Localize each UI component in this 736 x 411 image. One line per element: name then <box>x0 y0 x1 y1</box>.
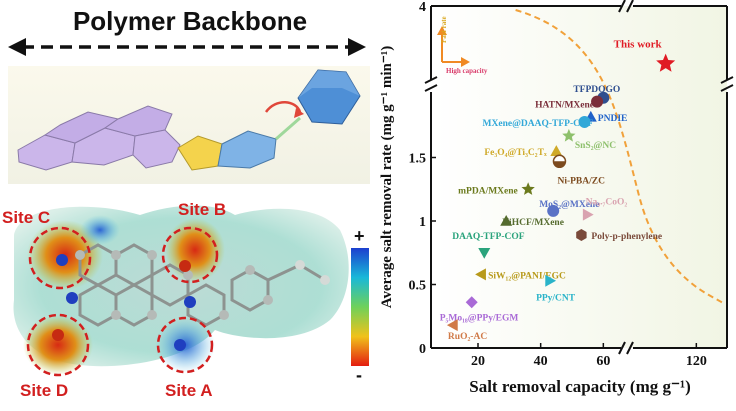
y-tick-label: 1.5 <box>409 152 427 167</box>
y-tick-label: 1 <box>419 215 426 230</box>
data-point-label: TFPDQGO <box>573 85 620 95</box>
data-point-label: Fe₃O₄@Ti₃C₂Tₓ <box>484 148 547 158</box>
data-point: RuO₂-AC <box>446 319 487 342</box>
data-point-label: MXene@DAAQ-TFP-COF <box>483 119 594 129</box>
x-axis-label: Salt removal capacity (mg g⁻¹) <box>469 377 691 396</box>
data-point-label: SiW₁₂@PANI/EGC <box>488 271 566 281</box>
y-tick-label: 0 <box>419 342 426 357</box>
data-point-label: mPDA/MXene <box>458 186 518 196</box>
data-point: Fe₃O₄@Ti₃C₂Tₓ <box>484 145 563 158</box>
site-b-label: Site B <box>178 200 227 219</box>
schematic-graphics <box>8 38 370 377</box>
schematic-panel: Polymer Backbone <box>2 6 370 400</box>
site-c-label: Site C <box>2 208 51 227</box>
y-tick-label: 4 <box>419 0 426 15</box>
data-point-label: PNDIE <box>598 114 628 124</box>
data-point: Na₀.₇CoO₂ <box>582 198 628 221</box>
data-point: mPDA/MXene <box>458 182 535 196</box>
data-point: HATN/MXene <box>535 95 604 111</box>
x-axis-break-mark <box>618 341 626 355</box>
data-point-marker <box>547 204 560 217</box>
hexagon-sheets <box>17 69 361 171</box>
trend-curve <box>515 9 724 305</box>
data-point-label: HATN/MXene <box>535 101 594 111</box>
data-point-marker <box>553 161 566 168</box>
molecule-atoms <box>52 250 330 351</box>
data-point-label: NiHCF/MXene <box>502 218 564 228</box>
x-axis-break-mark <box>626 341 634 355</box>
site-a-label: Site A <box>165 381 213 400</box>
data-point-label: SnS₂@NC <box>575 141 616 151</box>
data-point-label: Na₀.₇CoO₂ <box>586 198 628 208</box>
data-point: Ni-PBA/ZC <box>552 154 605 186</box>
data-point: MoS₂@MXene <box>539 200 599 217</box>
data-point: SnS₂@NC <box>562 128 616 151</box>
data-point: NiHCF/MXene <box>500 215 564 228</box>
y-axis-break-mark <box>720 76 734 84</box>
data-point: P₅Mo₁₈@PPy/EGM <box>440 296 519 323</box>
x-tick-label: 120 <box>686 354 707 369</box>
data-point: This work <box>614 39 676 72</box>
data-point-label: MoS₂@MXene <box>539 200 599 210</box>
data-point-marker <box>656 53 676 72</box>
data-point-marker <box>475 268 486 281</box>
data-point-label: RuO₂-AC <box>448 332 487 342</box>
y-axis-break-mark <box>720 84 734 92</box>
backbone-arrow <box>8 38 366 56</box>
high-capacity-label: High capacity <box>446 67 488 75</box>
backbone-title: Polymer Backbone <box>72 6 308 36</box>
y-tick-label: 0.5 <box>409 279 427 294</box>
data-point-label: PPy/CNT <box>536 294 576 304</box>
colorbar-minus-label: - <box>356 365 362 385</box>
data-point: SiW₁₂@PANI/EGC <box>475 268 566 281</box>
x-tick-label: 20 <box>471 354 485 369</box>
data-point: Poly-p-phenylene <box>576 228 662 242</box>
data-point-marker <box>465 296 478 309</box>
data-point-label: Poly-p-phenylene <box>591 232 662 242</box>
data-point-marker <box>478 247 491 259</box>
site-d-label: Site D <box>20 381 69 400</box>
data-point-label: P₅Mo₁₈@PPy/EGM <box>440 313 519 323</box>
data-point-label: This work <box>614 39 663 51</box>
data-point-marker <box>562 128 576 142</box>
data-point: MXene@DAAQ-TFP-COF <box>483 115 594 129</box>
data-point-marker <box>591 95 604 108</box>
data-point-marker <box>582 208 594 221</box>
y-axis-break-mark <box>424 84 438 92</box>
y-axis-break-mark <box>424 76 438 84</box>
data-point-marker <box>500 215 513 226</box>
site-circles <box>26 226 219 377</box>
x-tick-label: 60 <box>596 354 610 369</box>
fast-rate-label: Fast rate <box>440 16 448 43</box>
data-point-marker <box>545 274 557 287</box>
data-point-label: DAAQ-TFP-COF <box>452 232 524 242</box>
data-point-label: Ni-PBA/ZC <box>557 176 605 186</box>
data-point-marker <box>576 228 587 241</box>
data-point-marker <box>446 319 458 332</box>
y-axis-label: Average salt removal rate (mg g⁻¹ min⁻¹) <box>379 46 395 309</box>
x-axis-break-mark <box>618 0 626 13</box>
plot-area <box>431 6 727 348</box>
data-point-marker <box>550 145 563 156</box>
direction-arrows: Fast rate High capacity <box>437 16 488 75</box>
data-point-marker <box>578 115 591 128</box>
colorbar <box>351 248 369 366</box>
colorbar-plus-label: + <box>354 226 365 246</box>
x-axis-break-mark <box>626 0 634 13</box>
data-point: PPy/CNT <box>536 274 576 304</box>
data-point: DAAQ-TFP-COF <box>452 232 525 259</box>
x-tick-label: 40 <box>534 354 548 369</box>
data-point-marker <box>521 182 535 195</box>
